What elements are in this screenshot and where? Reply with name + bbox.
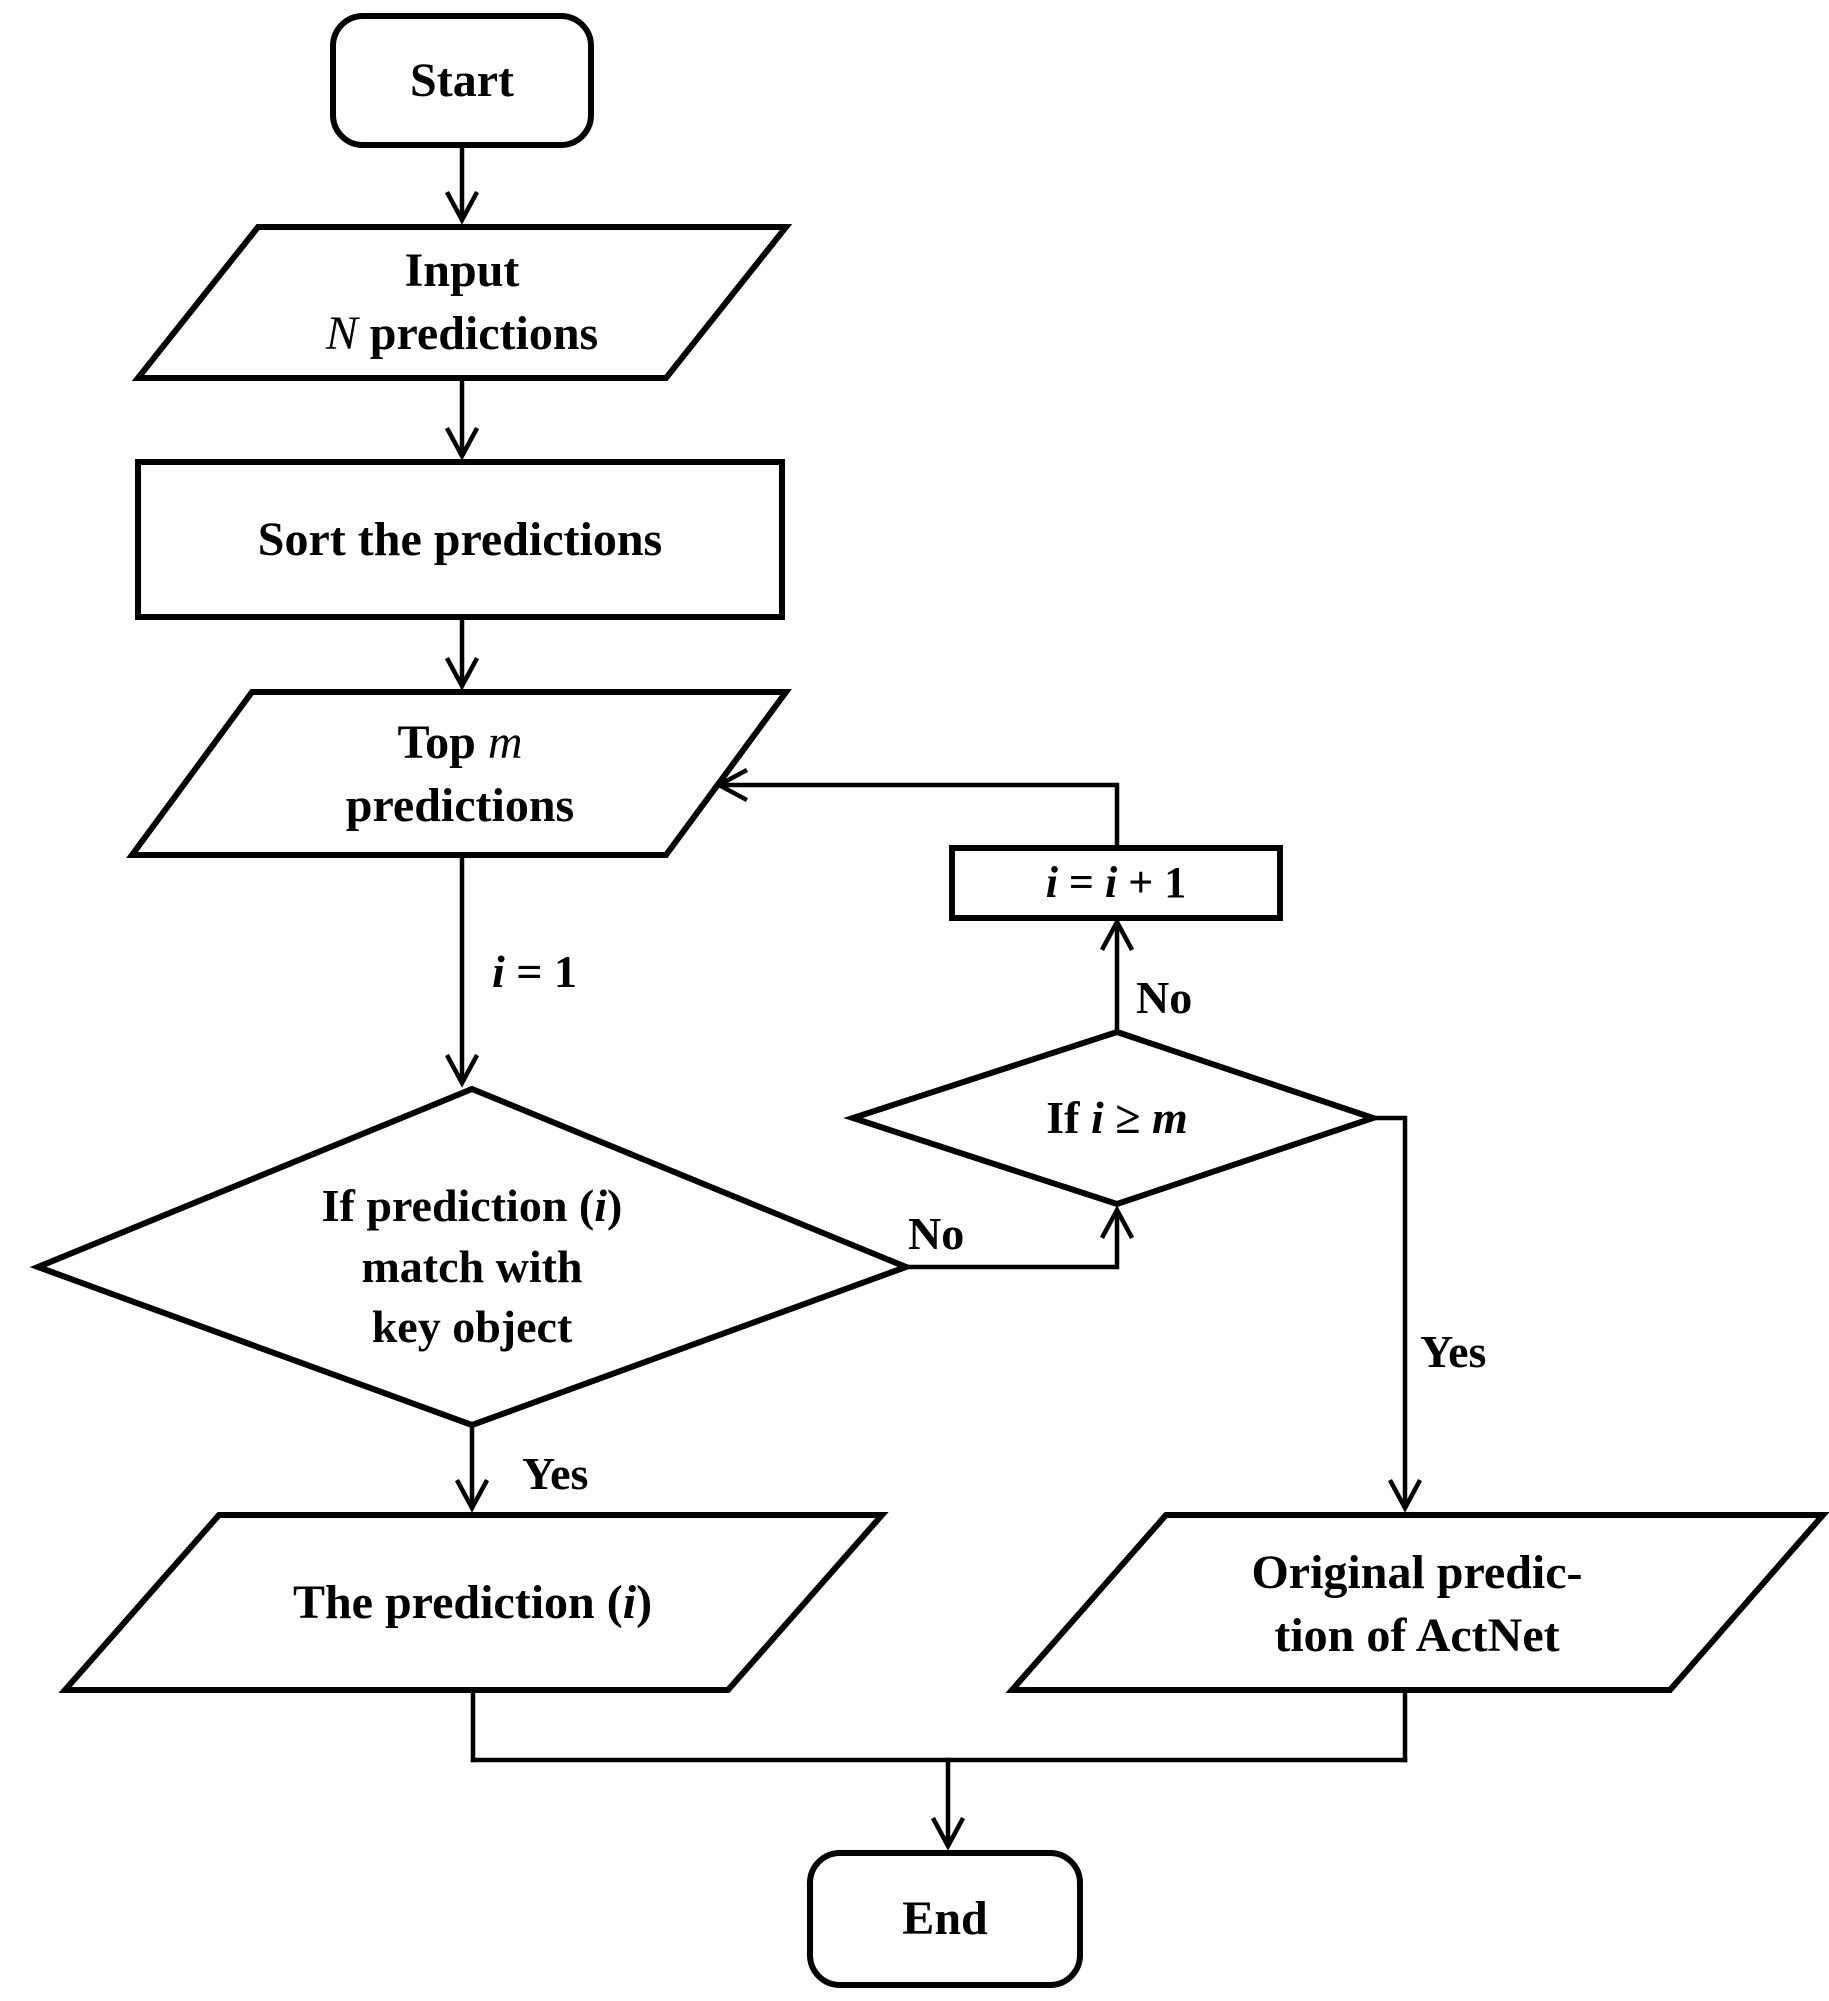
input-line2: N predictions bbox=[326, 302, 598, 365]
prediction-line: The prediction (i) bbox=[293, 1571, 652, 1634]
arrowhead-sort-to-topm bbox=[444, 656, 480, 691]
topm-line1: Top m bbox=[398, 711, 523, 774]
init-rest: = 1 bbox=[504, 946, 577, 997]
sort-label-text: Sort the predictions bbox=[257, 512, 663, 566]
end-label: End bbox=[810, 1853, 1080, 1985]
arrow-bound-yes-to-original bbox=[1371, 1115, 1408, 1507]
end-terminator-shape bbox=[807, 1850, 1083, 1988]
end-label-text: End bbox=[902, 1892, 988, 1946]
bound-expression: If i ≥ m bbox=[1046, 1088, 1188, 1149]
prediction-var-i: i bbox=[622, 1576, 637, 1630]
increment-var2: i bbox=[1105, 857, 1118, 907]
edge-label-no-bound: No bbox=[1136, 968, 1192, 1029]
sort-label: Sort the predictions bbox=[138, 462, 782, 617]
start-label-text: Start bbox=[410, 53, 514, 107]
original-parallelogram-shape bbox=[1005, 1512, 1829, 1693]
no-bound-text: No bbox=[1136, 972, 1193, 1023]
arrow-match-no-to-bound bbox=[903, 1211, 1120, 1270]
increment-equals: = bbox=[1057, 857, 1105, 907]
prediction-parallelogram-shape bbox=[58, 1512, 889, 1693]
match-line1: If prediction (i) bbox=[322, 1176, 623, 1237]
edge-label-yes-bound: Yes bbox=[1420, 1322, 1486, 1383]
bound-decision-diamond-shape bbox=[843, 1028, 1383, 1208]
bound-var-m: m bbox=[1151, 1091, 1188, 1143]
input-label: Input N predictions bbox=[212, 236, 712, 368]
increment-expression: i = i + 1 bbox=[1046, 854, 1187, 912]
bound-decision-label: If i ≥ m bbox=[917, 1090, 1317, 1146]
increment-process-shape bbox=[949, 845, 1283, 921]
prediction-pre: The prediction ( bbox=[292, 1576, 623, 1630]
topm-var-m: m bbox=[487, 715, 523, 769]
topm-label: Top m predictions bbox=[210, 708, 710, 840]
edge-label-yes-match: Yes bbox=[522, 1444, 588, 1505]
bound-pre: If bbox=[1046, 1091, 1091, 1143]
input-line2-rest: predictions bbox=[357, 307, 599, 360]
arrowhead-bound-yes-to-original bbox=[1387, 1478, 1423, 1513]
arrowhead-topm-to-match bbox=[444, 1053, 480, 1088]
edge-label-no-match: No bbox=[908, 1204, 964, 1265]
topm-line1-pre: Top bbox=[397, 715, 488, 769]
match-line2: match with bbox=[361, 1240, 583, 1292]
edge-label-init: i = 1 bbox=[492, 942, 577, 1003]
yes-bound-text: Yes bbox=[1420, 1326, 1487, 1377]
original-label: Original predic- tion of ActNet bbox=[1117, 1538, 1717, 1670]
prediction-post: ) bbox=[636, 1576, 653, 1630]
match-var-i: i bbox=[594, 1179, 608, 1231]
geq-operator: ≥ bbox=[1103, 1091, 1152, 1143]
match-line1-post: ) bbox=[607, 1179, 623, 1231]
match-line3: key object bbox=[371, 1301, 573, 1353]
arrowhead-match-yes-to-prediction bbox=[454, 1478, 490, 1513]
match-decision-label: If prediction (i) match with key object bbox=[172, 1168, 772, 1366]
topm-parallelogram-shape bbox=[126, 689, 792, 858]
arrowhead-increment-to-topm bbox=[714, 767, 749, 803]
arrow-increment-to-topm bbox=[720, 782, 1120, 850]
arrowhead-input-to-sort bbox=[444, 426, 480, 461]
topm-line2: predictions bbox=[345, 779, 575, 832]
input-var-n: N bbox=[325, 307, 358, 360]
arrowhead-join-to-end bbox=[930, 1816, 966, 1851]
input-parallelogram-shape bbox=[131, 224, 793, 381]
init-expression: i = 1 bbox=[492, 942, 577, 1003]
original-line2: tion of ActNet bbox=[1274, 1609, 1560, 1662]
increment-plus-one: + 1 bbox=[1117, 857, 1187, 907]
original-line1: Original predic- bbox=[1251, 1545, 1583, 1599]
increment-var1: i bbox=[1045, 857, 1058, 907]
prediction-label: The prediction (i) bbox=[140, 1572, 805, 1634]
start-label: Start bbox=[333, 16, 591, 145]
bound-var-i: i bbox=[1090, 1091, 1104, 1143]
no-match-text: No bbox=[908, 1208, 965, 1259]
yes-match-text: Yes bbox=[522, 1448, 589, 1499]
start-terminator-shape bbox=[330, 13, 594, 148]
init-var-i: i bbox=[492, 946, 505, 997]
arrowhead-bound-no-to-increment bbox=[1099, 917, 1135, 952]
input-line1: Input bbox=[404, 243, 520, 297]
arrowhead-start-to-input bbox=[444, 190, 480, 225]
arrowhead-match-no-to-bound bbox=[1099, 1205, 1135, 1240]
match-line1-pre: If prediction ( bbox=[321, 1179, 595, 1231]
increment-label: i = i + 1 bbox=[952, 848, 1280, 918]
